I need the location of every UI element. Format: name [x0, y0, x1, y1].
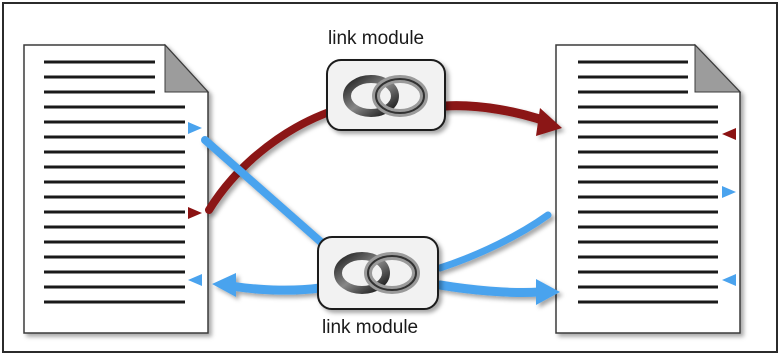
- right-anchor-incoming-red-arrow-marker-icon: [722, 128, 736, 140]
- left-anchor-outgoing-red-arrow-marker-icon: [188, 207, 202, 219]
- top-module-label: link module: [328, 28, 425, 49]
- bottom-link-module-icon: [317, 236, 439, 310]
- right-anchor-outgoing-blue-arrow-marker-icon: [722, 274, 736, 286]
- right-anchor-incoming-blue-arrow-marker-icon: [722, 186, 736, 198]
- bottom-module-label: link module: [322, 317, 419, 338]
- chain-link-icon: [334, 252, 420, 294]
- blue-link-paths: [201, 136, 560, 305]
- right-document-icon: [555, 43, 742, 334]
- top-link-module-icon: [326, 59, 446, 131]
- right-document-text-lines: [578, 60, 718, 304]
- left-document-icon: [23, 43, 210, 334]
- left-document-text-lines: [44, 60, 185, 304]
- chain-link-icon: [343, 75, 428, 117]
- left-anchor-outgoing-blue-arrow-marker-icon: [188, 122, 202, 134]
- left-anchor-incoming-blue-arrow-marker-icon: [188, 274, 202, 286]
- red-link-path: [205, 101, 562, 214]
